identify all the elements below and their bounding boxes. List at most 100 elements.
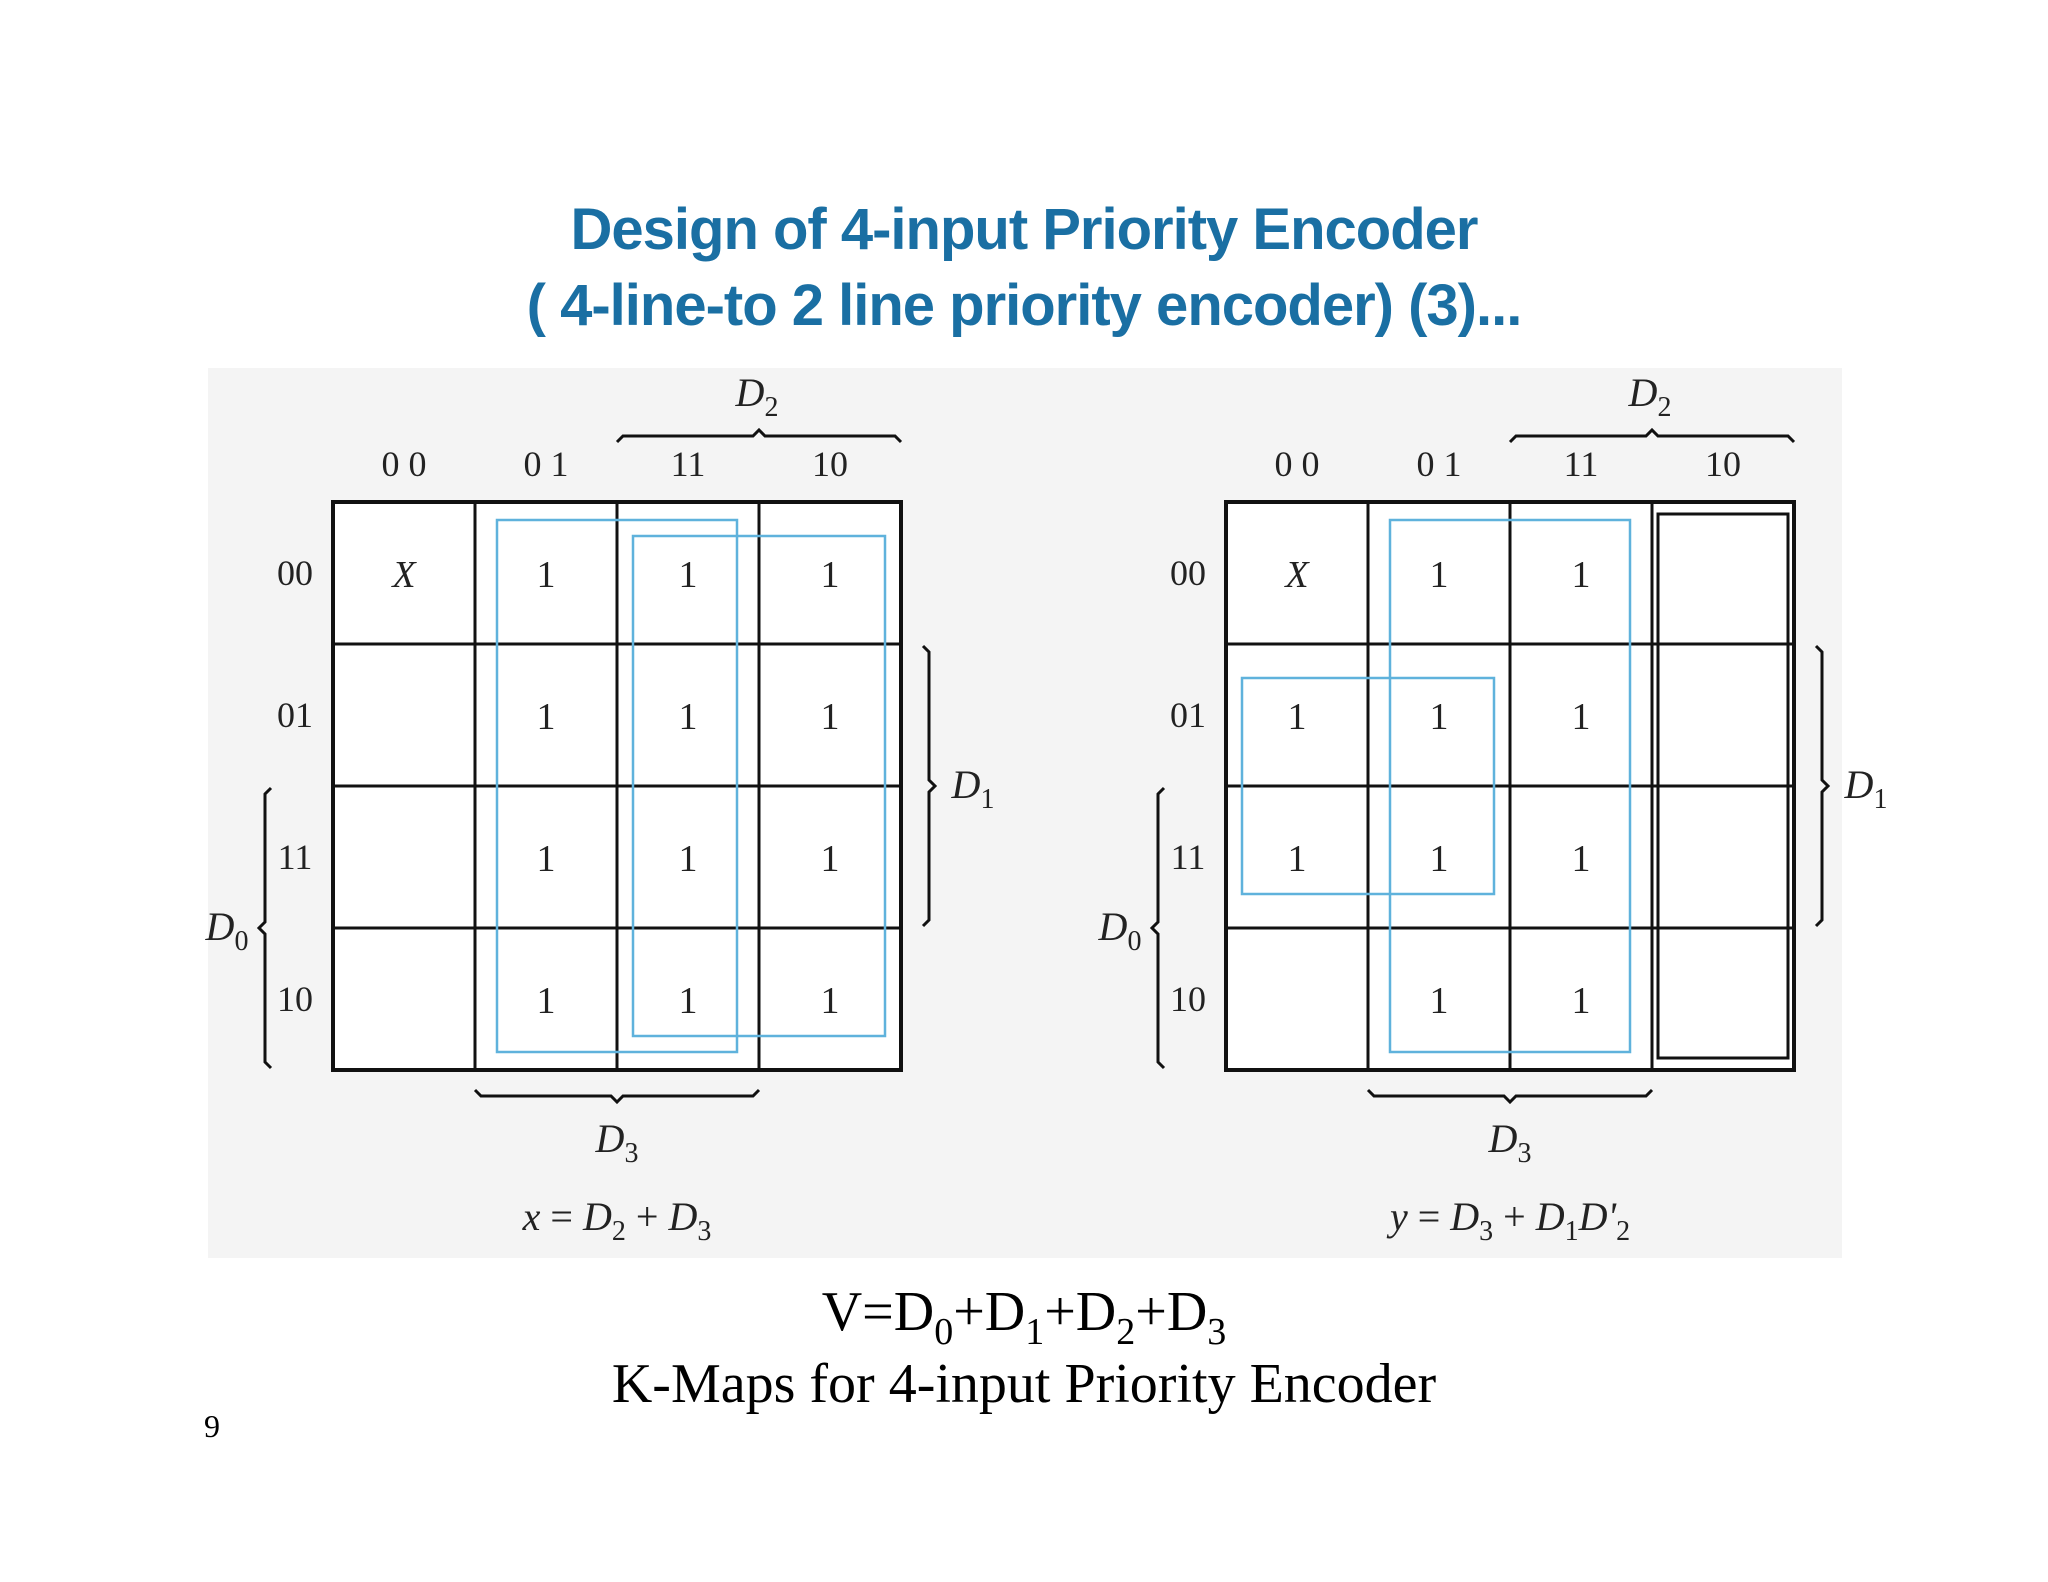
kmap-y-cell-r2c0 xyxy=(1224,784,1370,930)
kmap-x-cell-r3c0 xyxy=(331,926,477,1072)
kmap-y-col-header-2: 11 xyxy=(1564,444,1599,484)
kmap-x-equation-part-6: 3 xyxy=(697,1216,711,1247)
kmap-x-cell-r1c1 xyxy=(473,642,619,788)
kmap-y-row-header-1: 01 xyxy=(1170,695,1206,735)
kmap-y-bottom-variable: D3 xyxy=(1488,1116,1532,1169)
kmap-y-value-r1c2: 1 xyxy=(1572,696,1591,738)
kmap-x-equation-part-2: D xyxy=(582,1194,612,1239)
kmap-y-right-variable-base: D xyxy=(1844,762,1874,807)
kmap-x-equation-part-3: 2 xyxy=(612,1216,626,1247)
kmap-y-top-variable-base: D xyxy=(1628,370,1658,415)
kmap-y-top-brace xyxy=(1508,427,1796,444)
kmap-y-value-r2c2: 1 xyxy=(1572,838,1591,880)
kmap-y-left-brace xyxy=(1149,786,1166,1070)
kmap-x-cell-r3c3 xyxy=(757,926,903,1072)
kmap-x-col-header-3: 10 xyxy=(812,444,848,484)
kmap-x-left-variable-sub: 0 xyxy=(234,926,248,957)
kmap-y-right-variable-sub: 1 xyxy=(1873,784,1887,815)
kmap-y-cell-r3c3 xyxy=(1650,926,1796,1072)
kmap-x-equation: x = D2 + D3 xyxy=(522,1194,712,1247)
kmap-y-value-r1c1: 1 xyxy=(1430,696,1449,738)
kmap-y-equation-part-7: D' xyxy=(1578,1194,1618,1239)
v-eq-sub-0: 0 xyxy=(934,1311,954,1353)
v-eq-sub-2: 2 xyxy=(1116,1311,1136,1353)
kmap-x-top-brace xyxy=(615,427,903,444)
kmap-y-equation-part-4: + xyxy=(1493,1194,1536,1239)
kmap-y-bottom-brace xyxy=(1366,1088,1654,1105)
kmap-y-group-0 xyxy=(1388,518,1632,1054)
kmap-y-value-r3c1: 1 xyxy=(1430,980,1449,1022)
slide-title-line-2: ( 4-line-to 2 line priority encoder) (3)… xyxy=(526,273,1523,338)
kmap-x-equation-part-4: + xyxy=(626,1194,669,1239)
kmap-x-left-variable: D0 xyxy=(205,904,249,957)
kmap-x-right-variable: D1 xyxy=(951,762,995,815)
kmap-x-col-header-1: 0 1 xyxy=(524,444,569,484)
kmap-y-value-r1c0: 1 xyxy=(1288,696,1307,738)
kmap-x-cell-r1c0 xyxy=(331,642,477,788)
kmap-y-equation-part-0: y xyxy=(1386,1194,1408,1239)
kmap-x-cell-r3c2 xyxy=(615,926,761,1072)
kmap-x-top-variable-sub: 2 xyxy=(764,392,778,423)
kmap-y-top-variable-sub: 2 xyxy=(1657,392,1671,423)
kmap-y-value-r2c0: 1 xyxy=(1288,838,1307,880)
kmap-y-bottom-variable-sub: 3 xyxy=(1517,1138,1531,1169)
kmap-x-bottom-brace xyxy=(473,1088,761,1105)
kmap-y-equation: y = D3 + D1D'2 xyxy=(1386,1194,1630,1247)
kmap-y-equation-part-3: 3 xyxy=(1479,1216,1493,1247)
kmap-x-value-r2c2: 1 xyxy=(679,838,698,880)
v-eq-lhs: V=D xyxy=(821,1281,935,1343)
kmap-x-right-variable-base: D xyxy=(951,762,981,807)
kmap-x-value-r1c3: 1 xyxy=(821,696,840,738)
kmap-y-cell-r2c1 xyxy=(1366,784,1512,930)
kmap-y-border xyxy=(1224,500,1796,1072)
slide-title-line-1: Design of 4-input Priority Encoder xyxy=(570,197,1479,262)
kmap-y-cell-r3c1 xyxy=(1366,926,1512,1072)
kmap-x-bottom-variable: D3 xyxy=(595,1116,639,1169)
kmap-y-col-header-0: 0 0 xyxy=(1275,444,1320,484)
v-output-equation: V=D0+D1+D2+D3 xyxy=(0,1280,2048,1354)
kmap-x-col-header-2: 11 xyxy=(671,444,706,484)
kmap-y-top-variable: D2 xyxy=(1628,370,1672,423)
kmap-x-value-r1c2: 1 xyxy=(679,696,698,738)
kmap-x-value-r0c2: 1 xyxy=(679,554,698,596)
kmap-y-col-header-1: 0 1 xyxy=(1417,444,1462,484)
kmap-y-value-r0c2: 1 xyxy=(1572,554,1591,596)
kmap-y-value-r3c2: 1 xyxy=(1572,980,1591,1022)
kmap-x-row-header-0: 00 xyxy=(277,553,313,593)
kmap-x-right-brace xyxy=(921,644,938,928)
kmap-y-equation-part-6: 1 xyxy=(1565,1216,1579,1247)
kmap-y-cell-r1c2 xyxy=(1508,642,1654,788)
kmap-y-left-variable: D0 xyxy=(1098,904,1142,957)
kmap-x-bottom-variable-sub: 3 xyxy=(624,1138,638,1169)
kmap-y-right-variable: D1 xyxy=(1844,762,1888,815)
kmap-x-value-r0c1: 1 xyxy=(537,554,556,596)
kmap-x-cell-r2c2 xyxy=(615,784,761,930)
kmap-y-equation-part-1: = xyxy=(1408,1194,1451,1239)
v-eq-sub-3: 3 xyxy=(1207,1311,1227,1353)
kmap-x-value-r2c1: 1 xyxy=(537,838,556,880)
kmap-y-group-2 xyxy=(1656,512,1790,1060)
kmap-x-equation-part-5: D xyxy=(667,1194,697,1239)
kmap-y-cell-r1c3 xyxy=(1650,642,1796,788)
kmap-y-value-r0c0: X xyxy=(1283,554,1310,596)
kmap-x-bottom-variable-base: D xyxy=(595,1116,625,1161)
kmap-x-top-variable: D2 xyxy=(735,370,779,423)
kmap-x-value-r2c3: 1 xyxy=(821,838,840,880)
kmap-y-group-1 xyxy=(1240,676,1496,896)
kmap-x-right-variable-sub: 1 xyxy=(980,784,994,815)
kmap-x-left-brace xyxy=(256,786,273,1070)
figure-caption: K-Maps for 4-input Priority Encoder xyxy=(611,1353,1437,1415)
kmap-y-value-r2c1: 1 xyxy=(1430,838,1449,880)
kmap-y-row-header-2: 11 xyxy=(1171,837,1206,877)
kmap-y-value-r0c1: 1 xyxy=(1430,554,1449,596)
v-eq-plus-d2: +D xyxy=(1044,1281,1117,1343)
kmap-x-value-r3c1: 1 xyxy=(537,980,556,1022)
kmap-y-left-variable-sub: 0 xyxy=(1127,926,1141,957)
kmap-x-equation-part-1: = xyxy=(540,1194,583,1239)
kmap-y-cell-r2c3 xyxy=(1650,784,1796,930)
v-eq-plus-d1: +D xyxy=(953,1281,1026,1343)
v-eq-plus-d3: +D xyxy=(1135,1281,1208,1343)
kmap-y-equation-part-2: D xyxy=(1449,1194,1479,1239)
kmap-x-row-header-2: 11 xyxy=(278,837,313,877)
